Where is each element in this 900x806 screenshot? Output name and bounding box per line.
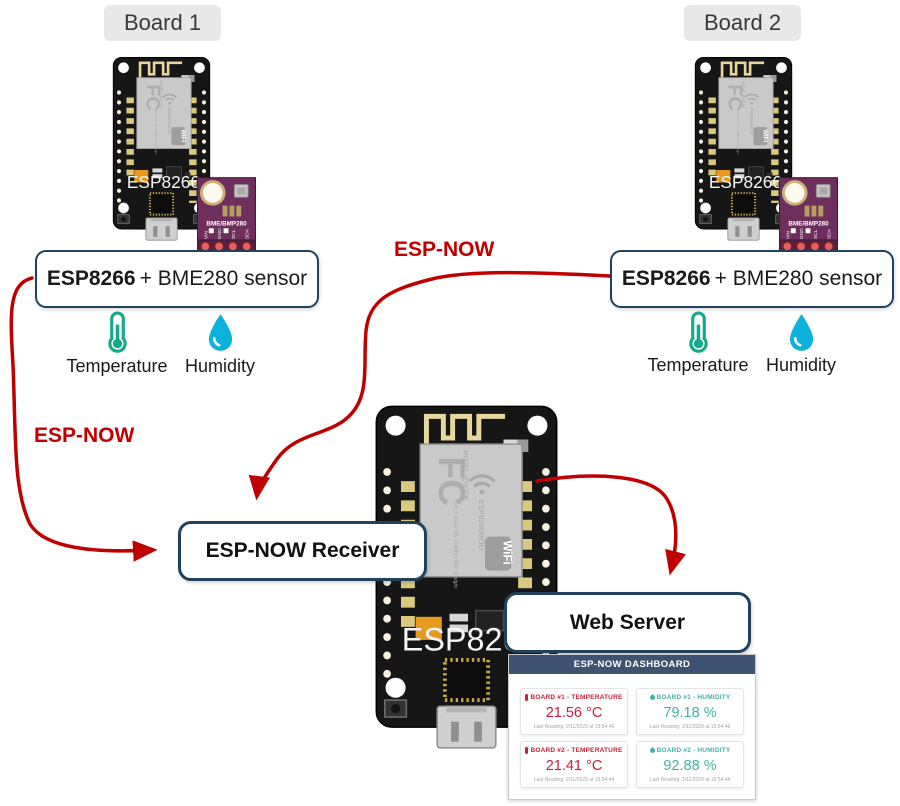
board1-tag: Board 1 (104, 5, 222, 41)
water-drop-icon (787, 313, 816, 352)
dashboard-panel: ESP-NOW DASHBOARD BOARD #1 - TEMPERATURE… (508, 654, 756, 800)
thermometer-icon (107, 311, 128, 353)
dashboard-cards: BOARD #1 - TEMPERATURE 21.56 °C Last Rea… (509, 674, 755, 796)
card-timestamp: Last Reading: 2/11/2020 at 15:54:44 (533, 777, 615, 783)
card-timestamp: Last Reading: 2/11/2020 at 15:54:46 (649, 724, 731, 730)
dashboard-title: ESP-NOW DASHBOARD (509, 655, 755, 674)
card-value: 92.88 % (663, 758, 717, 774)
water-drop-icon (648, 693, 656, 702)
board1-humidity-label: Humidity (184, 356, 255, 376)
water-drop-icon (648, 746, 656, 755)
thermometer-icon (525, 747, 529, 754)
board2-humidity-label: Humidity (765, 355, 836, 375)
card-board1-humidity: BOARD #1 - HUMIDITY 79.18 % Last Reading… (636, 688, 744, 735)
board2-tag: Board 2 (684, 5, 802, 41)
board2-chip-name: ESP8266 (621, 267, 711, 290)
card-timestamp: Last Reading: 2/11/2020 at 15:54:46 (533, 724, 615, 730)
espnow-receiver-box: ESP-NOW Receiver (178, 521, 427, 581)
arrow-board1-to-receiver (9, 276, 158, 562)
espnow-label-top: ESP-NOW (394, 238, 495, 261)
card-title: BOARD #1 - HUMIDITY (656, 694, 731, 701)
card-value: 79.18 % (663, 705, 717, 721)
board1-sensor-name: + BME280 sensor (139, 267, 308, 290)
card-board1-temperature: BOARD #1 - TEMPERATURE 21.56 °C Last Rea… (520, 688, 628, 735)
card-board2-temperature: BOARD #2 - TEMPERATURE 21.41 °C Last Rea… (520, 741, 628, 788)
card-board2-humidity: BOARD #2 - HUMIDITY 92.88 % Last Reading… (636, 741, 744, 788)
thermometer-icon (688, 311, 709, 353)
board1-bme280-image (197, 177, 256, 253)
board1-chip-name: ESP8266 (46, 267, 136, 290)
water-drop-icon (206, 313, 235, 352)
web-server-box: Web Server (504, 592, 751, 653)
board2-temperature-label: Temperature (647, 355, 749, 375)
board2-sender-box: ESP8266 + BME280 sensor (610, 250, 894, 308)
card-value: 21.56 °C (545, 705, 603, 721)
card-title: BOARD #2 - HUMIDITY (656, 747, 731, 754)
thermometer-icon (525, 694, 529, 701)
board2-sensor-name: + BME280 sensor (714, 267, 883, 290)
card-title: BOARD #1 - TEMPERATURE (530, 694, 623, 701)
card-title: BOARD #2 - TEMPERATURE (530, 747, 623, 754)
card-value: 21.41 °C (545, 758, 603, 774)
board1-sender-box: ESP8266 + BME280 sensor (35, 250, 319, 308)
card-timestamp: Last Reading: 2/11/2020 at 15:54:44 (649, 777, 731, 783)
board2-bme280-image (779, 177, 838, 253)
espnow-label-left: ESP-NOW (34, 424, 135, 447)
